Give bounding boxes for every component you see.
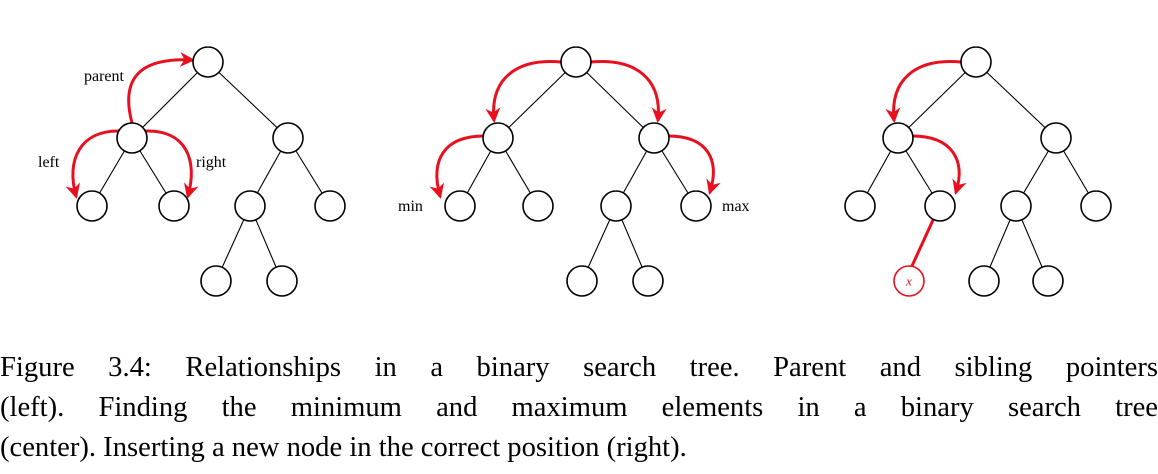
min-path-arrow xyxy=(429,134,486,199)
insert-path-arrow xyxy=(885,60,963,123)
tree-node xyxy=(600,190,632,222)
right-pointer-arrow xyxy=(144,129,199,199)
tree-node xyxy=(116,122,148,154)
max-path-arrow xyxy=(666,134,721,195)
tree-node xyxy=(968,265,1000,297)
bst-figure: parent left right min max xyxy=(38,46,1112,297)
new-node-x xyxy=(893,265,925,297)
new-node-edge xyxy=(910,218,935,268)
parent-pointer-arrow xyxy=(127,51,195,125)
tree-node xyxy=(1080,190,1112,222)
right-label: right xyxy=(196,154,227,171)
right-tree: x xyxy=(844,46,1112,297)
tree-node xyxy=(960,46,992,78)
parent-label: parent xyxy=(84,68,125,85)
caption-line-1: Figure 3.4: Relationships in a binary se… xyxy=(0,352,1158,383)
tree-node xyxy=(1000,190,1032,222)
caption-line-3: (center). Inserting a new node in the co… xyxy=(0,432,687,463)
left-label: left xyxy=(38,154,60,171)
tree-edge xyxy=(897,61,977,139)
tree-edge xyxy=(497,61,577,139)
tree-node xyxy=(76,190,108,222)
tree-node xyxy=(638,122,670,154)
tree-node xyxy=(632,265,664,297)
tree-node xyxy=(560,46,592,78)
tree-node xyxy=(522,190,554,222)
caption-line-2: (left). Finding the minimum and maximum … xyxy=(0,392,1158,423)
min-path-arrow xyxy=(485,60,563,123)
left-pointer-arrow xyxy=(65,129,122,199)
tree-node xyxy=(1032,265,1064,297)
tree-node xyxy=(924,190,956,222)
max-label: max xyxy=(722,198,750,215)
tree-node xyxy=(272,122,304,154)
tree-edge xyxy=(207,61,289,139)
tree-node xyxy=(192,46,224,78)
tree-node xyxy=(680,190,712,222)
min-label: min xyxy=(398,198,423,215)
tree-node xyxy=(314,190,346,222)
tree-node xyxy=(444,190,476,222)
tree-edge xyxy=(131,61,209,139)
left-tree: parent left right xyxy=(38,46,346,297)
tree-node xyxy=(200,265,232,297)
tree-node xyxy=(566,265,598,297)
tree-node xyxy=(482,122,514,154)
max-path-arrow xyxy=(589,60,667,123)
insert-path-arrow xyxy=(910,134,967,195)
tree-node xyxy=(882,122,914,154)
tree-node xyxy=(266,265,298,297)
tree-node xyxy=(844,190,876,222)
tree-edge xyxy=(575,61,655,139)
tree-node xyxy=(234,190,266,222)
tree-node xyxy=(1040,122,1072,154)
tree-node xyxy=(158,190,190,222)
figure-caption: Figure 3.4: Relationships in a binary se… xyxy=(0,348,1158,468)
new-node-label: x xyxy=(905,274,912,289)
center-tree: min max xyxy=(398,46,750,297)
tree-edge xyxy=(975,61,1057,139)
